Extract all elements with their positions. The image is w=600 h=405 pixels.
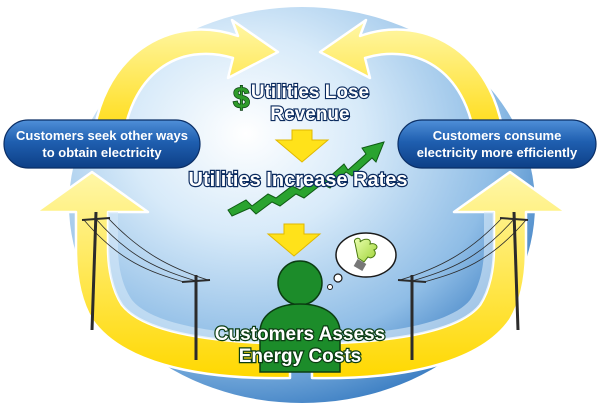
center-sphere <box>69 7 535 403</box>
customers-assess-line1: Customers Assess <box>215 324 385 345</box>
down-arrow-2 <box>266 223 322 257</box>
utilities-lose-line1: Utilities Lose <box>251 82 369 103</box>
right-pill-line2: electricity more efficiently <box>417 145 578 160</box>
dollar-icon: $ <box>233 82 250 115</box>
person-icon <box>259 260 341 373</box>
right-pill-box <box>397 119 597 169</box>
customers-assess-line2: Energy Costs <box>239 346 361 367</box>
right-power-lines <box>397 211 529 360</box>
top-left-arrow <box>90 18 280 152</box>
trend-up-icon <box>227 141 385 217</box>
top-right-arrow <box>318 18 507 152</box>
left-pill-line1: Customers seek other ways <box>16 128 188 143</box>
left-power-lines <box>81 211 211 360</box>
right-pill-line1: Customers consume <box>433 128 562 143</box>
down-arrow-1 <box>274 129 330 163</box>
left-pill-box <box>3 119 201 169</box>
light-bulb-icon <box>353 237 378 271</box>
utilities-lose-line2: Revenue <box>270 104 349 125</box>
utilities-increase-rates-label: Utilities Increase Rates <box>189 169 408 191</box>
left-pill-line2: to obtain electricity <box>42 145 162 160</box>
